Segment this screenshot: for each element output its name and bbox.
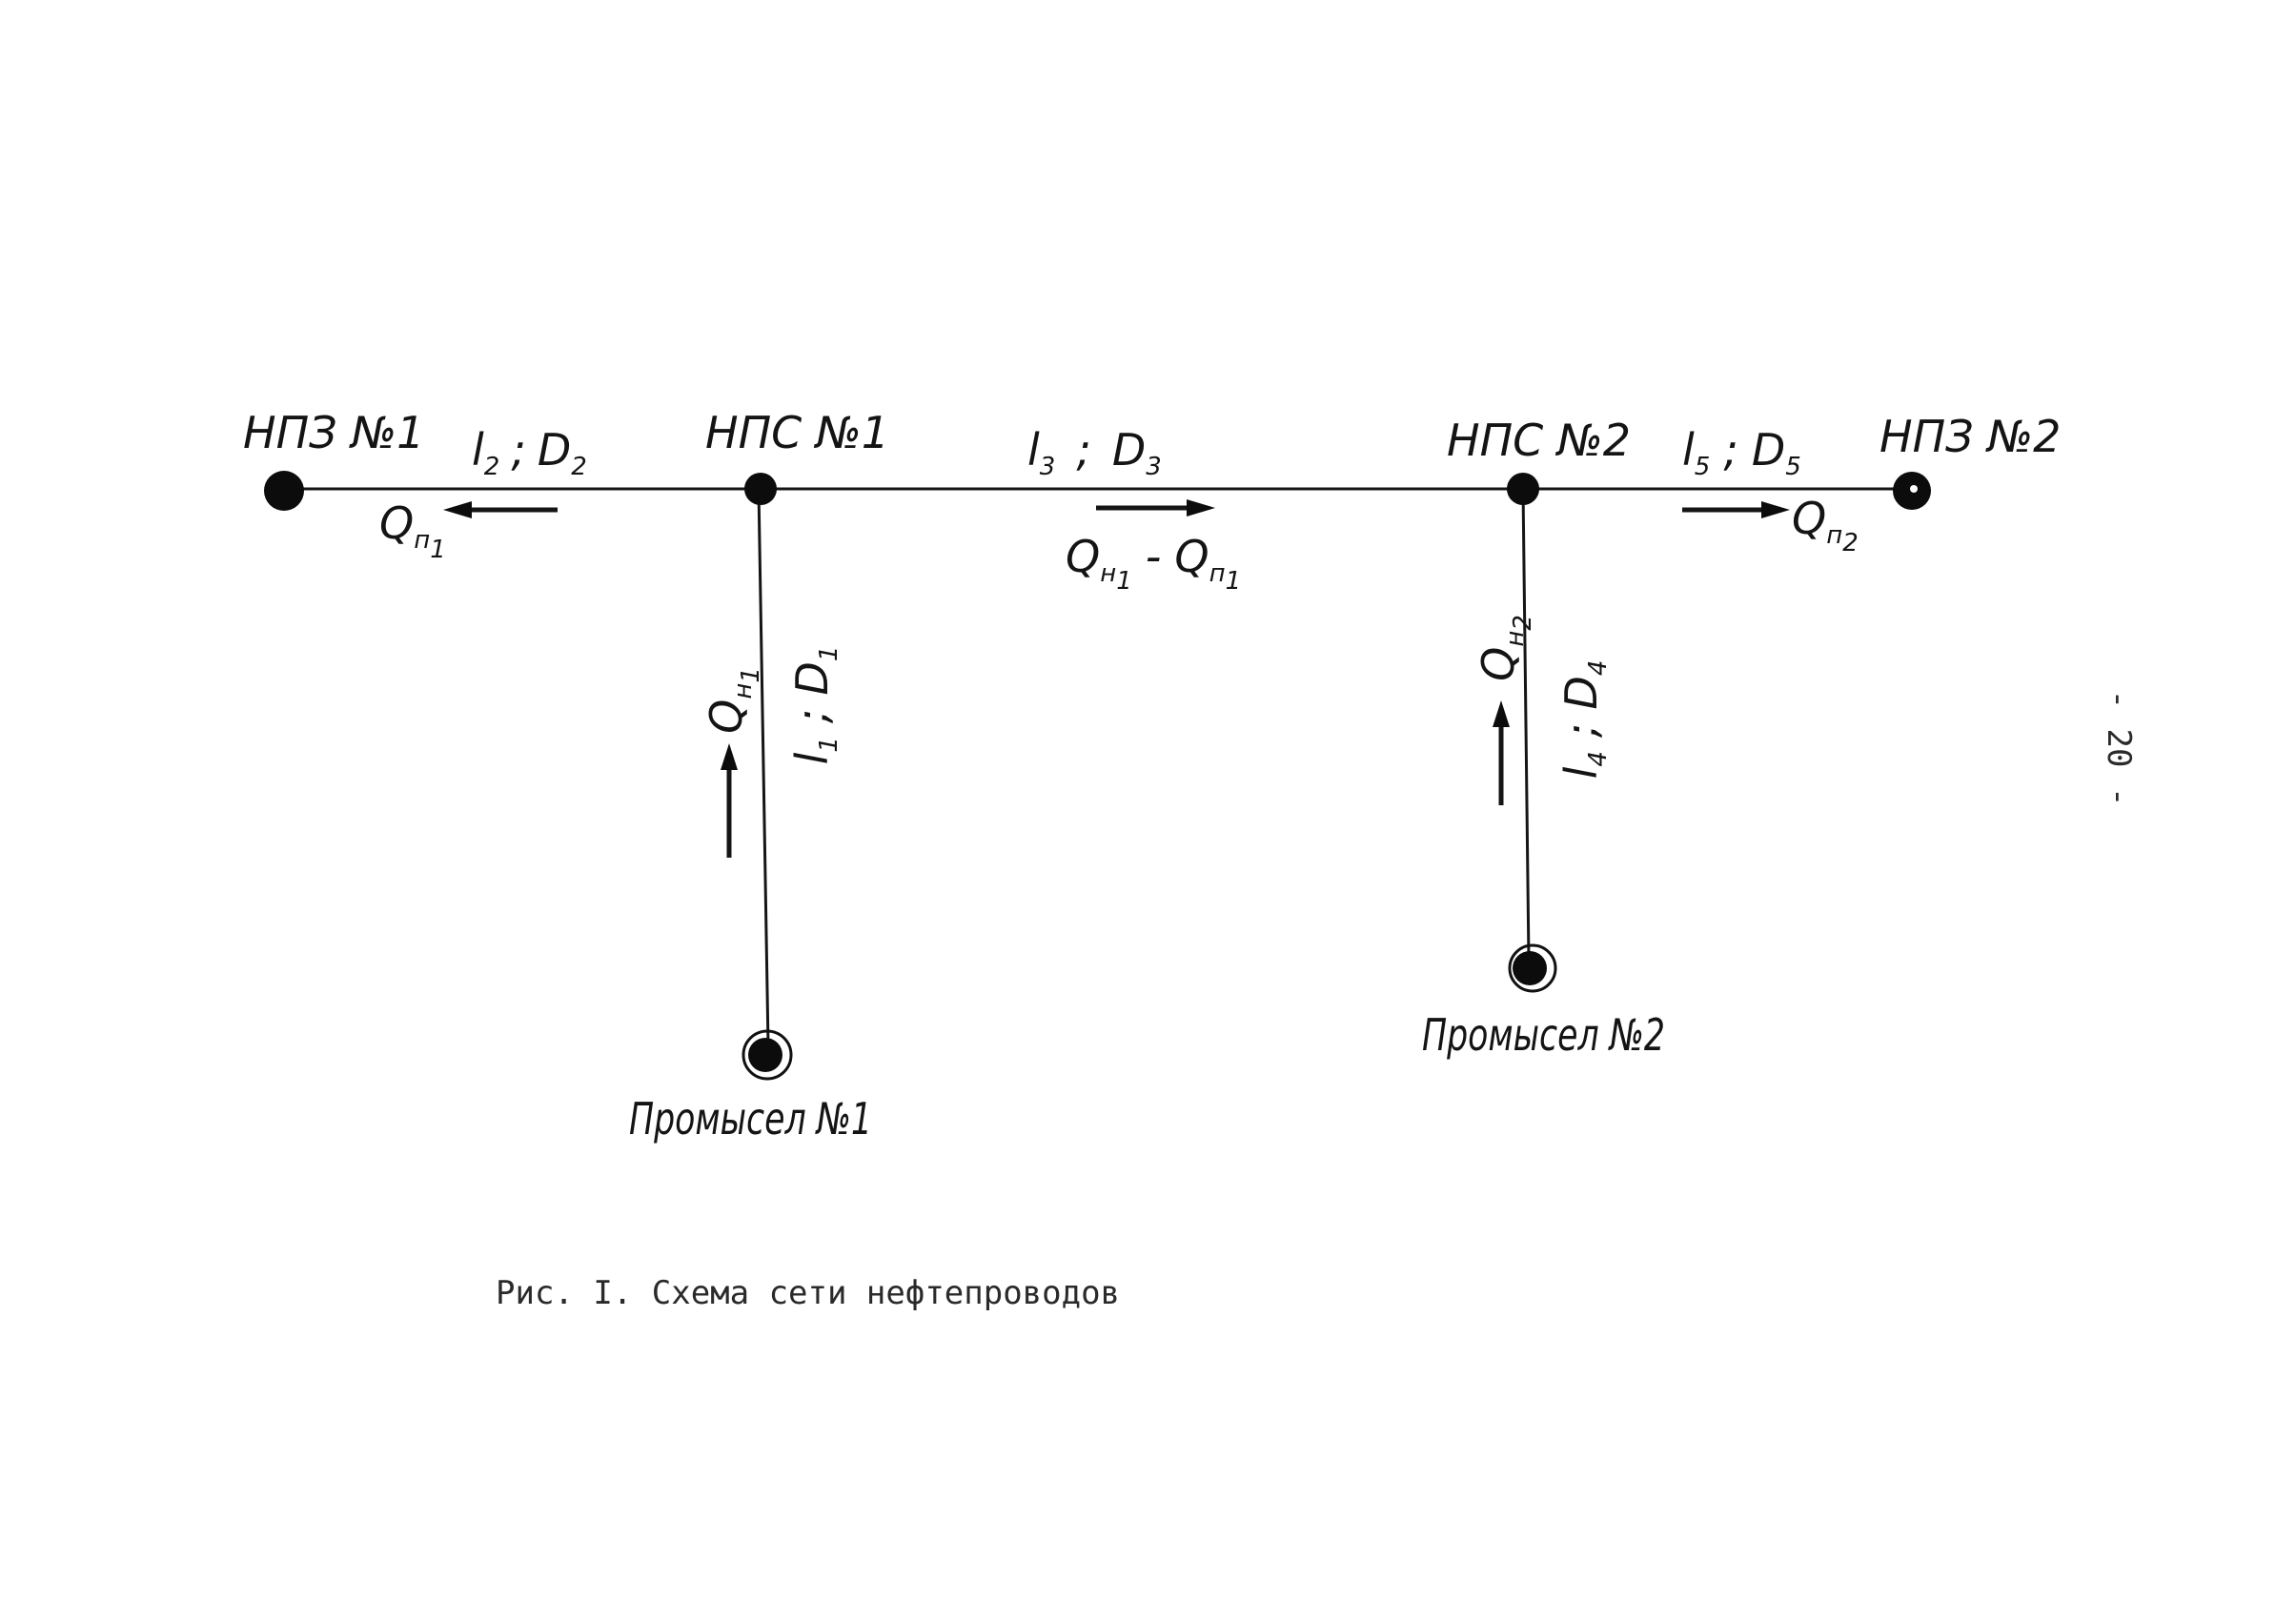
pump-station-1-node: [744, 473, 777, 505]
flow-arrow-q-n2: [1493, 700, 1510, 805]
figure-caption: Рис. I. Схема сети нефтепроводов: [496, 1274, 1120, 1312]
flow-q-p2-label: Qп2: [1792, 493, 1859, 557]
flow-arrow-q-p2: [1682, 501, 1790, 518]
segment-3-label: l3;D3: [1027, 424, 1162, 481]
field-1-label: Промысел №1: [629, 1093, 872, 1145]
pipeline-branch-2: [1521, 488, 1531, 962]
field-2-node: [1508, 943, 1557, 993]
pump-station-2-node: [1507, 473, 1539, 505]
field-2-label: Промысел №2: [1422, 1009, 1665, 1061]
field-1-node: [742, 1029, 793, 1081]
flow-q-p1-label: Qп1: [379, 497, 446, 564]
refinery-1-node: [264, 471, 304, 511]
pump-station-2-label: НПС №2: [1447, 415, 1631, 466]
segment-5-label: l5;D5: [1682, 424, 1801, 481]
refinery-2-label: НПЗ №2: [1879, 411, 2061, 462]
pipeline-branch-1: [757, 488, 770, 1047]
refinery-2-node: [1893, 472, 1931, 510]
segment-2-label: l2;D2: [472, 424, 587, 481]
flow-q-n2-label: Qн2: [1473, 615, 1537, 681]
pump-station-1-label: НПС №1: [705, 407, 889, 458]
segment-4-label: l4;D4: [1555, 660, 1613, 780]
flow-q-n1-minus-q-p1-label: Qн1-Qп1: [1066, 531, 1241, 596]
refinery-1-label: НПЗ №1: [243, 407, 424, 458]
page-number: - 20 -: [2100, 690, 2138, 807]
flow-q-n1-label: Qн1: [701, 667, 765, 734]
flow-arrow-q-n1-minus-q-p1: [1096, 499, 1215, 517]
flow-arrow-q-n1: [721, 743, 738, 858]
flow-arrow-q-p1: [443, 501, 558, 518]
segment-1-label: l1;D1: [786, 646, 843, 765]
